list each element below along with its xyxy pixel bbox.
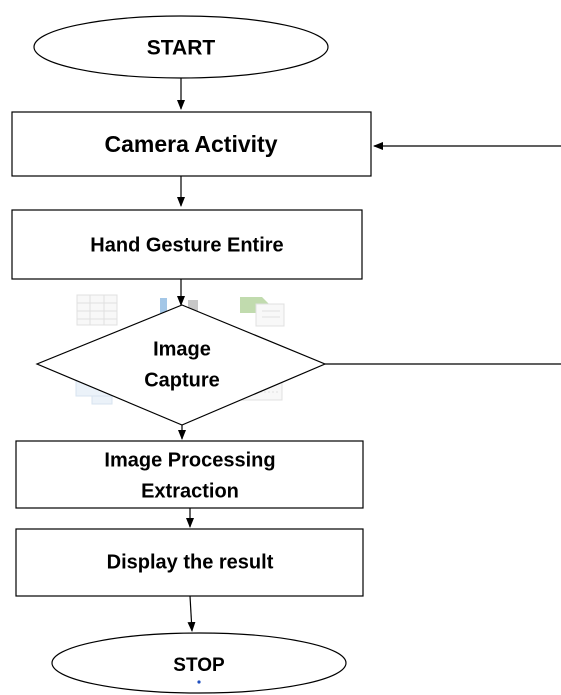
stop-dot (197, 680, 201, 684)
camera-activity-label: Camera Activity (104, 131, 277, 157)
display-result-box (15, 528, 364, 597)
image-processing-line2: Extraction (141, 480, 239, 502)
camera-activity-box (11, 111, 372, 177)
image-processing-line1: Image Processing (104, 449, 275, 471)
hand-gesture-label: Hand Gesture Entire (90, 234, 283, 256)
stop-label: STOP (173, 655, 225, 676)
stop-terminal (51, 632, 347, 694)
display-result-label: Display the result (107, 551, 274, 573)
start-label: START (147, 37, 216, 60)
hand-gesture-box (11, 209, 363, 280)
arrow-list-icon (240, 297, 285, 327)
table-icon (76, 294, 118, 326)
image-capture-line2: Capture (144, 369, 220, 391)
image-capture-line1: Image (153, 338, 211, 360)
arrow-display-to-stop (187, 595, 196, 632)
